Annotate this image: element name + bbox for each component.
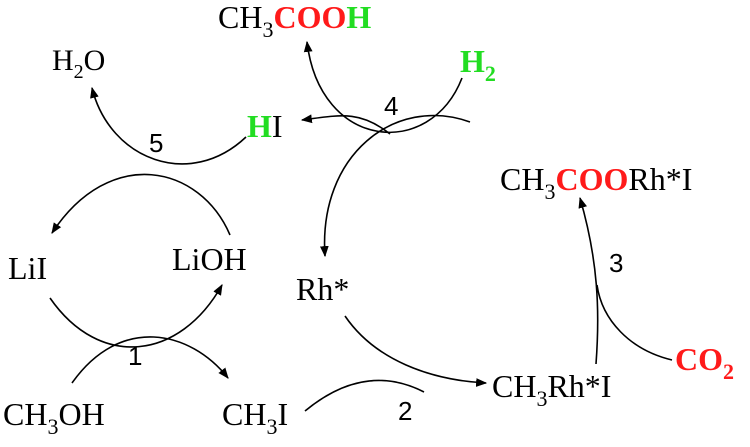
water-label: H2O — [52, 44, 105, 83]
hydrogen-gas-label: H2 — [460, 43, 496, 86]
acetoxy-rhodium-label: CH3COORh*I — [500, 161, 692, 204]
arrow-lii-to-lioh — [49, 284, 223, 348]
arrow-to-hydrogen-iodide — [300, 114, 391, 135]
carbon-dioxide-label: CO2 — [675, 341, 734, 384]
lithium-hydroxide-label: LiOH — [172, 241, 247, 277]
methyl-iodide-label: CH3I — [222, 396, 288, 439]
step-number-5: 5 — [149, 128, 163, 158]
arrow-methyl-rhodium-to-acetoxy — [578, 196, 599, 365]
arrow-hydrogen-to-acetic-acid — [303, 40, 463, 134]
methyl-rhodium-iodide-label: CH3Rh*I — [492, 368, 611, 411]
arrow-methyl-iodide-feed — [304, 379, 425, 412]
step-number-3: 3 — [609, 248, 623, 278]
arrow-methanol-to-methyl-iodide — [71, 336, 229, 384]
methanol-label: CH3OH — [3, 396, 105, 439]
arrow-hi-to-water — [90, 86, 247, 165]
lithium-iodide-label: LiI — [8, 250, 47, 286]
arrow-acetoxy-to-rhodium — [319, 114, 471, 258]
reaction-arrows — [49, 40, 673, 412]
rhodium-label: Rh* — [296, 271, 349, 307]
hydrogen-iodide-label: HI — [247, 108, 283, 144]
step-number-4: 4 — [384, 91, 398, 121]
step-number-2: 2 — [398, 396, 412, 426]
acetic-acid-label: CH3COOH — [218, 0, 371, 42]
arrow-lioh-to-lii — [51, 173, 231, 236]
arrow-rhodium-to-methyl-rhodium — [344, 315, 488, 387]
arrow-carbon-dioxide-feed — [596, 284, 673, 361]
step-number-1: 1 — [128, 341, 142, 371]
